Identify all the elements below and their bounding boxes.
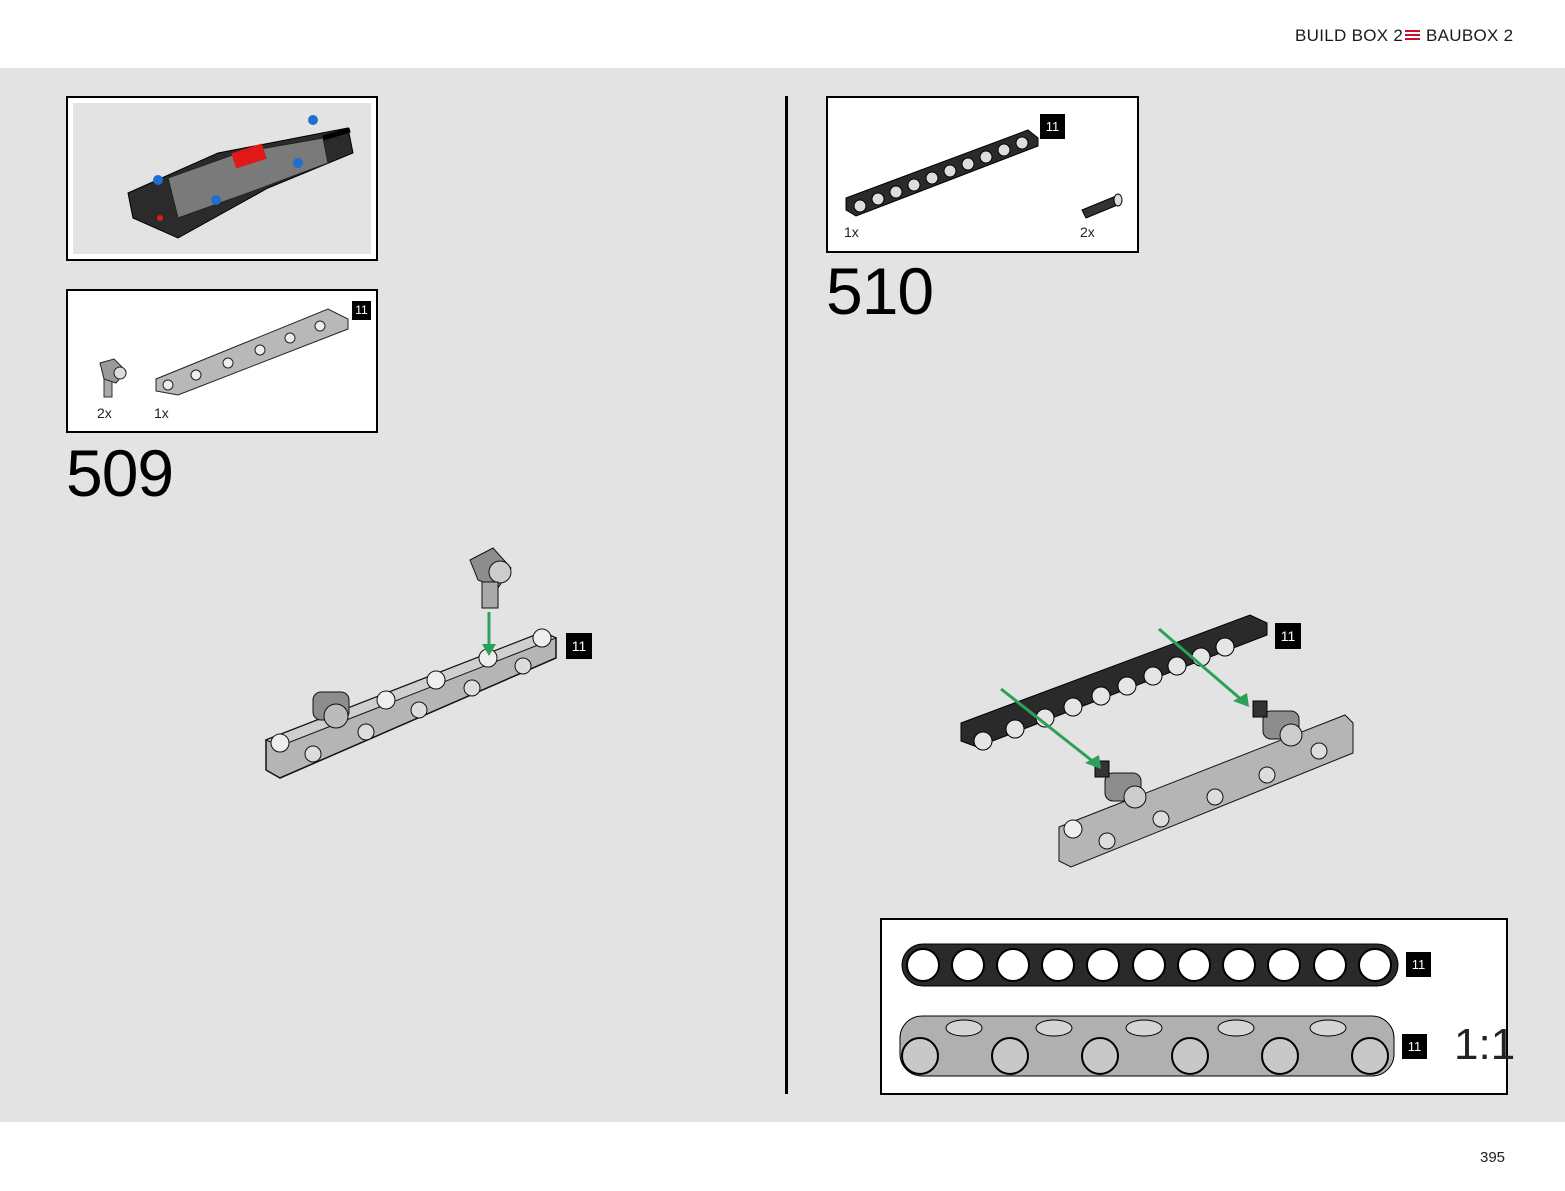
step-510-parts-illustration <box>845 129 1123 219</box>
part-quantity-black-beam: 1x <box>844 224 859 240</box>
insert-arrow-left <box>1000 687 1096 765</box>
main-length-tag-509: 11 <box>566 633 592 659</box>
menu-lines-icon <box>1405 30 1420 42</box>
step-510-assembly-illustration <box>960 614 1354 868</box>
length-tag-11: 11 <box>352 301 371 320</box>
scale-label: 1:1 <box>1454 1020 1516 1069</box>
page-number: 395 <box>1480 1149 1506 1166</box>
arrow-head-icon <box>1085 755 1101 769</box>
scale-beams-illustration <box>899 943 1399 1077</box>
scale-reference-box: 11 11 1:1 <box>880 918 1515 1095</box>
gray-beam-11-lower <box>1058 714 1354 868</box>
step-509-parts-illustration <box>99 308 349 398</box>
parts-list-box-509: 11 2x 1x <box>66 289 378 433</box>
model-overview-box <box>66 96 378 261</box>
header-build-box-label: BUILD BOX 2 <box>1295 26 1404 45</box>
axle-pin-connector-part <box>99 358 127 398</box>
scale-length-tag-bottom: 11 <box>1402 1034 1427 1059</box>
arrow-head-icon <box>482 644 496 656</box>
parts-list-box-510: 11 1x 2x <box>826 96 1139 253</box>
header-baubox-label: BAUBOX 2 <box>1426 26 1514 45</box>
part-quantity-pin: 2x <box>1080 224 1095 240</box>
connector-installed <box>312 691 350 729</box>
gray-beam-11 <box>264 628 558 779</box>
part-quantity-connector: 2x <box>97 405 112 421</box>
gray-beam-scale <box>899 1015 1395 1077</box>
black-beam-11 <box>960 614 1268 751</box>
chassis-model-illustration <box>127 115 354 239</box>
insert-arrow-right <box>1158 627 1244 703</box>
page-divider <box>785 96 788 1094</box>
step-509-assembly-illustration <box>264 547 558 779</box>
step-number-510: 510 <box>826 254 934 328</box>
black-beam-scale <box>901 943 1399 987</box>
step-number-509: 509 <box>66 436 174 510</box>
page-footer <box>0 1122 1565 1191</box>
gray-beam-part <box>155 308 349 396</box>
black-beam-part <box>845 129 1039 217</box>
connector-left <box>1094 760 1147 809</box>
part-quantity-beam: 1x <box>154 405 169 421</box>
connector-right <box>1252 700 1303 747</box>
connector-inserting <box>469 547 512 609</box>
main-length-tag-510: 11 <box>1275 623 1301 649</box>
length-tag-11: 11 <box>1040 114 1065 139</box>
arrow-head-icon <box>1233 693 1249 707</box>
pin-part <box>1081 193 1123 219</box>
scale-length-tag-top: 11 <box>1406 952 1431 977</box>
page-header: BUILD BOX 2 BAUBOX 2 <box>0 0 1565 68</box>
